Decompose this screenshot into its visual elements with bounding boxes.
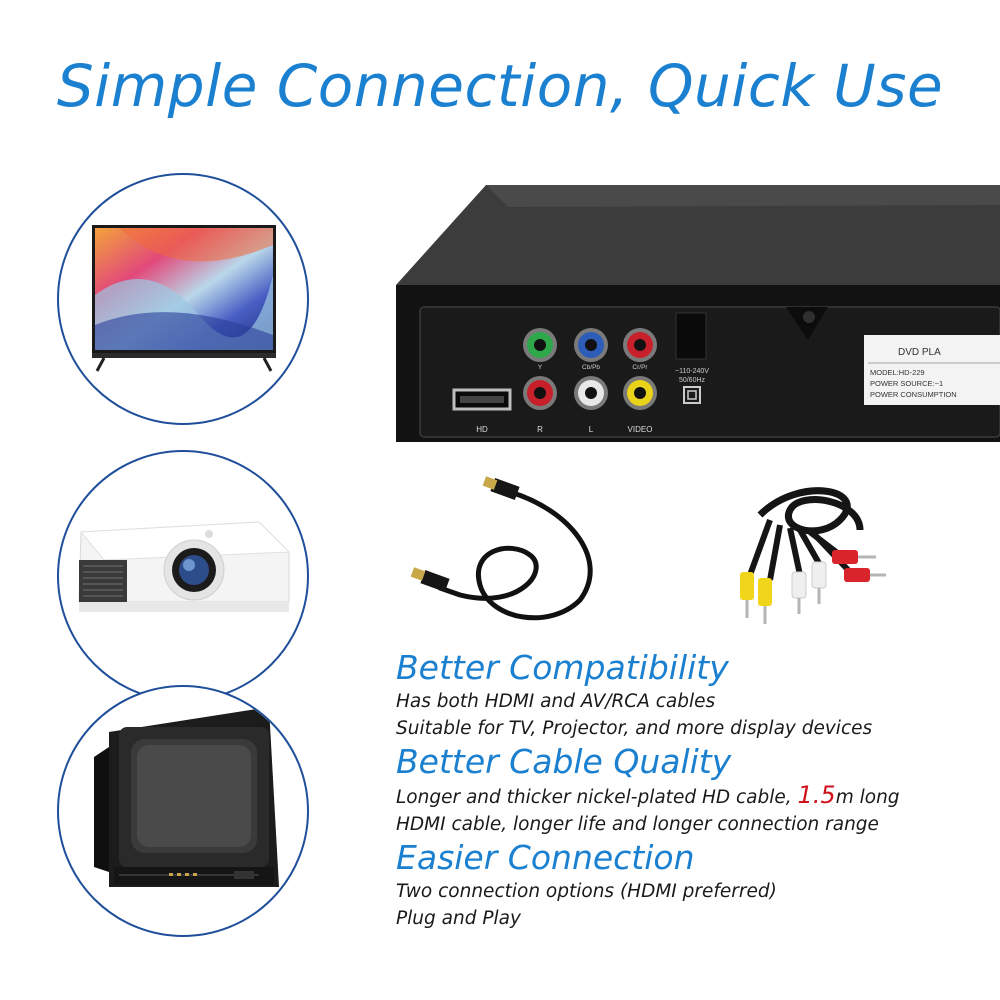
label-video: VIDEO bbox=[628, 425, 653, 434]
feature-line: Longer and thicker nickel-plated HD cabl… bbox=[396, 782, 986, 811]
projector-illustration bbox=[78, 521, 291, 612]
headline: Simple Connection, Quick Use bbox=[56, 52, 944, 120]
feature-line: HDMI cable, longer life and longer conne… bbox=[396, 814, 879, 835]
dvd-player-back-panel: HD R L VIDEO Y Cb/Pb Cr/Pr ~110-240V 50/… bbox=[396, 185, 1000, 442]
label-cb: Cb/Pb bbox=[582, 364, 600, 371]
double-insulation-icon bbox=[683, 386, 701, 404]
rca-jack-l bbox=[574, 376, 608, 410]
feature-title: Easier Connection bbox=[396, 838, 695, 877]
feature-compatibility: Better Compatibility Has both HDMI and A… bbox=[396, 648, 986, 742]
model-sticker bbox=[864, 335, 1000, 405]
rca-jack-cb bbox=[574, 328, 608, 362]
crt-tv-illustration bbox=[94, 707, 279, 887]
label-hd: HD bbox=[476, 425, 488, 434]
cable-length-highlight: 1.5 bbox=[797, 781, 836, 809]
rca-jack-cr bbox=[623, 328, 657, 362]
projector-circle bbox=[57, 450, 309, 702]
tv-circle bbox=[57, 173, 309, 425]
rca-jack-video bbox=[623, 376, 657, 410]
feature-title: Better Cable Quality bbox=[396, 742, 732, 781]
crt-tv-circle bbox=[57, 685, 309, 937]
feature-line: Has both HDMI and AV/RCA cables bbox=[396, 691, 716, 712]
feature-line-text: m long bbox=[835, 787, 900, 808]
feature-title: Better Compatibility bbox=[396, 648, 729, 687]
hdmi-cable bbox=[410, 476, 593, 621]
av-rca-cable bbox=[740, 487, 886, 624]
label-cr: Cr/Pr bbox=[632, 364, 648, 371]
feature-line-text: Longer and thicker nickel-plated HD cabl… bbox=[396, 787, 798, 808]
power-rating: ~110-240V bbox=[675, 368, 709, 375]
flat-tv-illustration bbox=[92, 225, 276, 372]
rca-jack-y bbox=[523, 328, 557, 362]
features-block: Better Compatibility Has both HDMI and A… bbox=[396, 648, 986, 932]
feature-easier-connection: Easier Connection Two connection options… bbox=[396, 838, 986, 932]
power-frequency: 50/60Hz bbox=[679, 377, 706, 384]
label-r: R bbox=[537, 425, 543, 434]
sticker-power-source: POWER SOURCE:~1 bbox=[870, 379, 943, 388]
feature-line: Suitable for TV, Projector, and more dis… bbox=[396, 718, 873, 739]
feature-line: Plug and Play bbox=[396, 908, 521, 929]
label-y: Y bbox=[538, 364, 543, 371]
rca-jack-r bbox=[523, 376, 557, 410]
feature-cable-quality: Better Cable Quality Longer and thicker … bbox=[396, 742, 986, 838]
sticker-model: MODEL:HD-229 bbox=[870, 368, 925, 377]
label-l: L bbox=[589, 425, 594, 434]
feature-line: Two connection options (HDMI preferred) bbox=[396, 881, 777, 902]
sticker-power-consumption: POWER CONSUMPTION bbox=[870, 390, 957, 399]
sticker-title: DVD PLA bbox=[898, 347, 941, 358]
